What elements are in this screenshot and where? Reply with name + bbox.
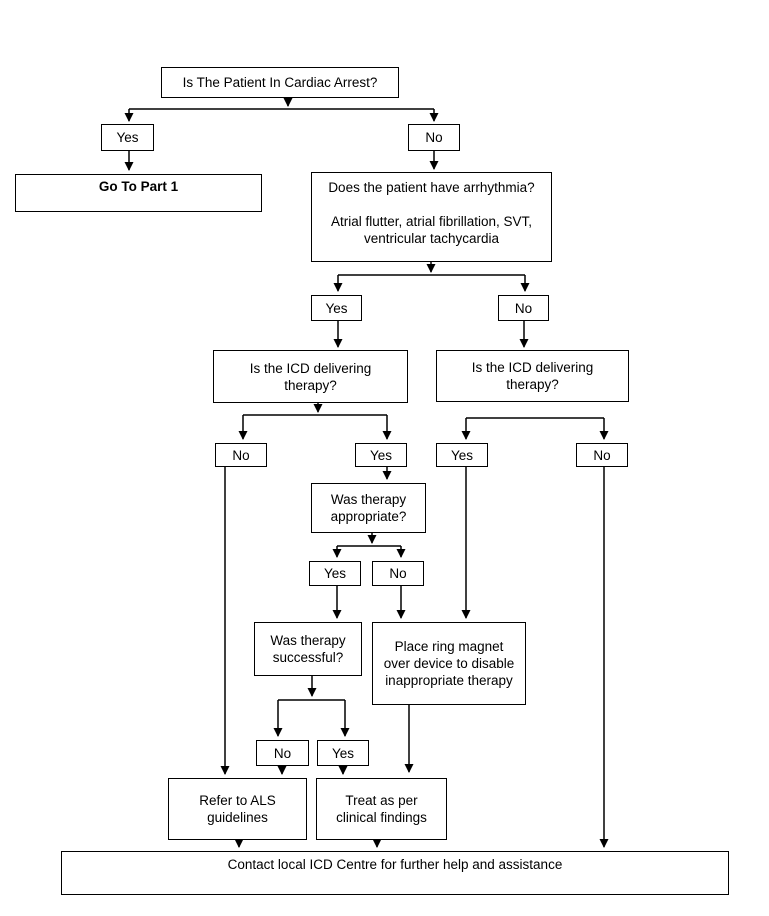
node-arrest-yes: Yes <box>101 124 154 151</box>
node-arrhythmia-question: Does the patient have arrhythmia? Atrial… <box>311 172 552 262</box>
node-successful-no: No <box>256 740 309 766</box>
node-appropriate-no: No <box>372 561 424 586</box>
node-go-to-part-1: Go To Part 1 <box>15 174 262 212</box>
node-arrhythmia-yes: Yes <box>311 295 362 321</box>
node-cardiac-arrest-question: Is The Patient In Cardiac Arrest? <box>161 67 399 98</box>
node-place-ring-magnet: Place ring magnet over device to disable… <box>372 622 526 705</box>
node-therapy-appropriate-question: Was therapy appropriate? <box>311 483 426 533</box>
node-icd-left-yes: Yes <box>355 443 407 467</box>
node-refer-als-guidelines: Refer to ALS guidelines <box>168 778 307 840</box>
node-icd-delivering-question-left: Is the ICD delivering therapy? <box>213 350 408 403</box>
node-therapy-successful-question: Was therapy successful? <box>254 622 362 676</box>
node-contact-icd-centre: Contact local ICD Centre for further hel… <box>61 851 729 895</box>
node-successful-yes: Yes <box>317 740 369 766</box>
node-icd-right-yes: Yes <box>436 443 488 467</box>
node-arrhythmia-no: No <box>498 295 549 321</box>
node-icd-delivering-question-right: Is the ICD delivering therapy? <box>436 350 629 402</box>
node-icd-right-no: No <box>576 443 628 467</box>
node-treat-clinical-findings: Treat as per clinical findings <box>316 778 447 840</box>
node-icd-left-no: No <box>215 443 267 467</box>
node-appropriate-yes: Yes <box>309 561 361 586</box>
node-arrest-no: No <box>408 124 460 151</box>
